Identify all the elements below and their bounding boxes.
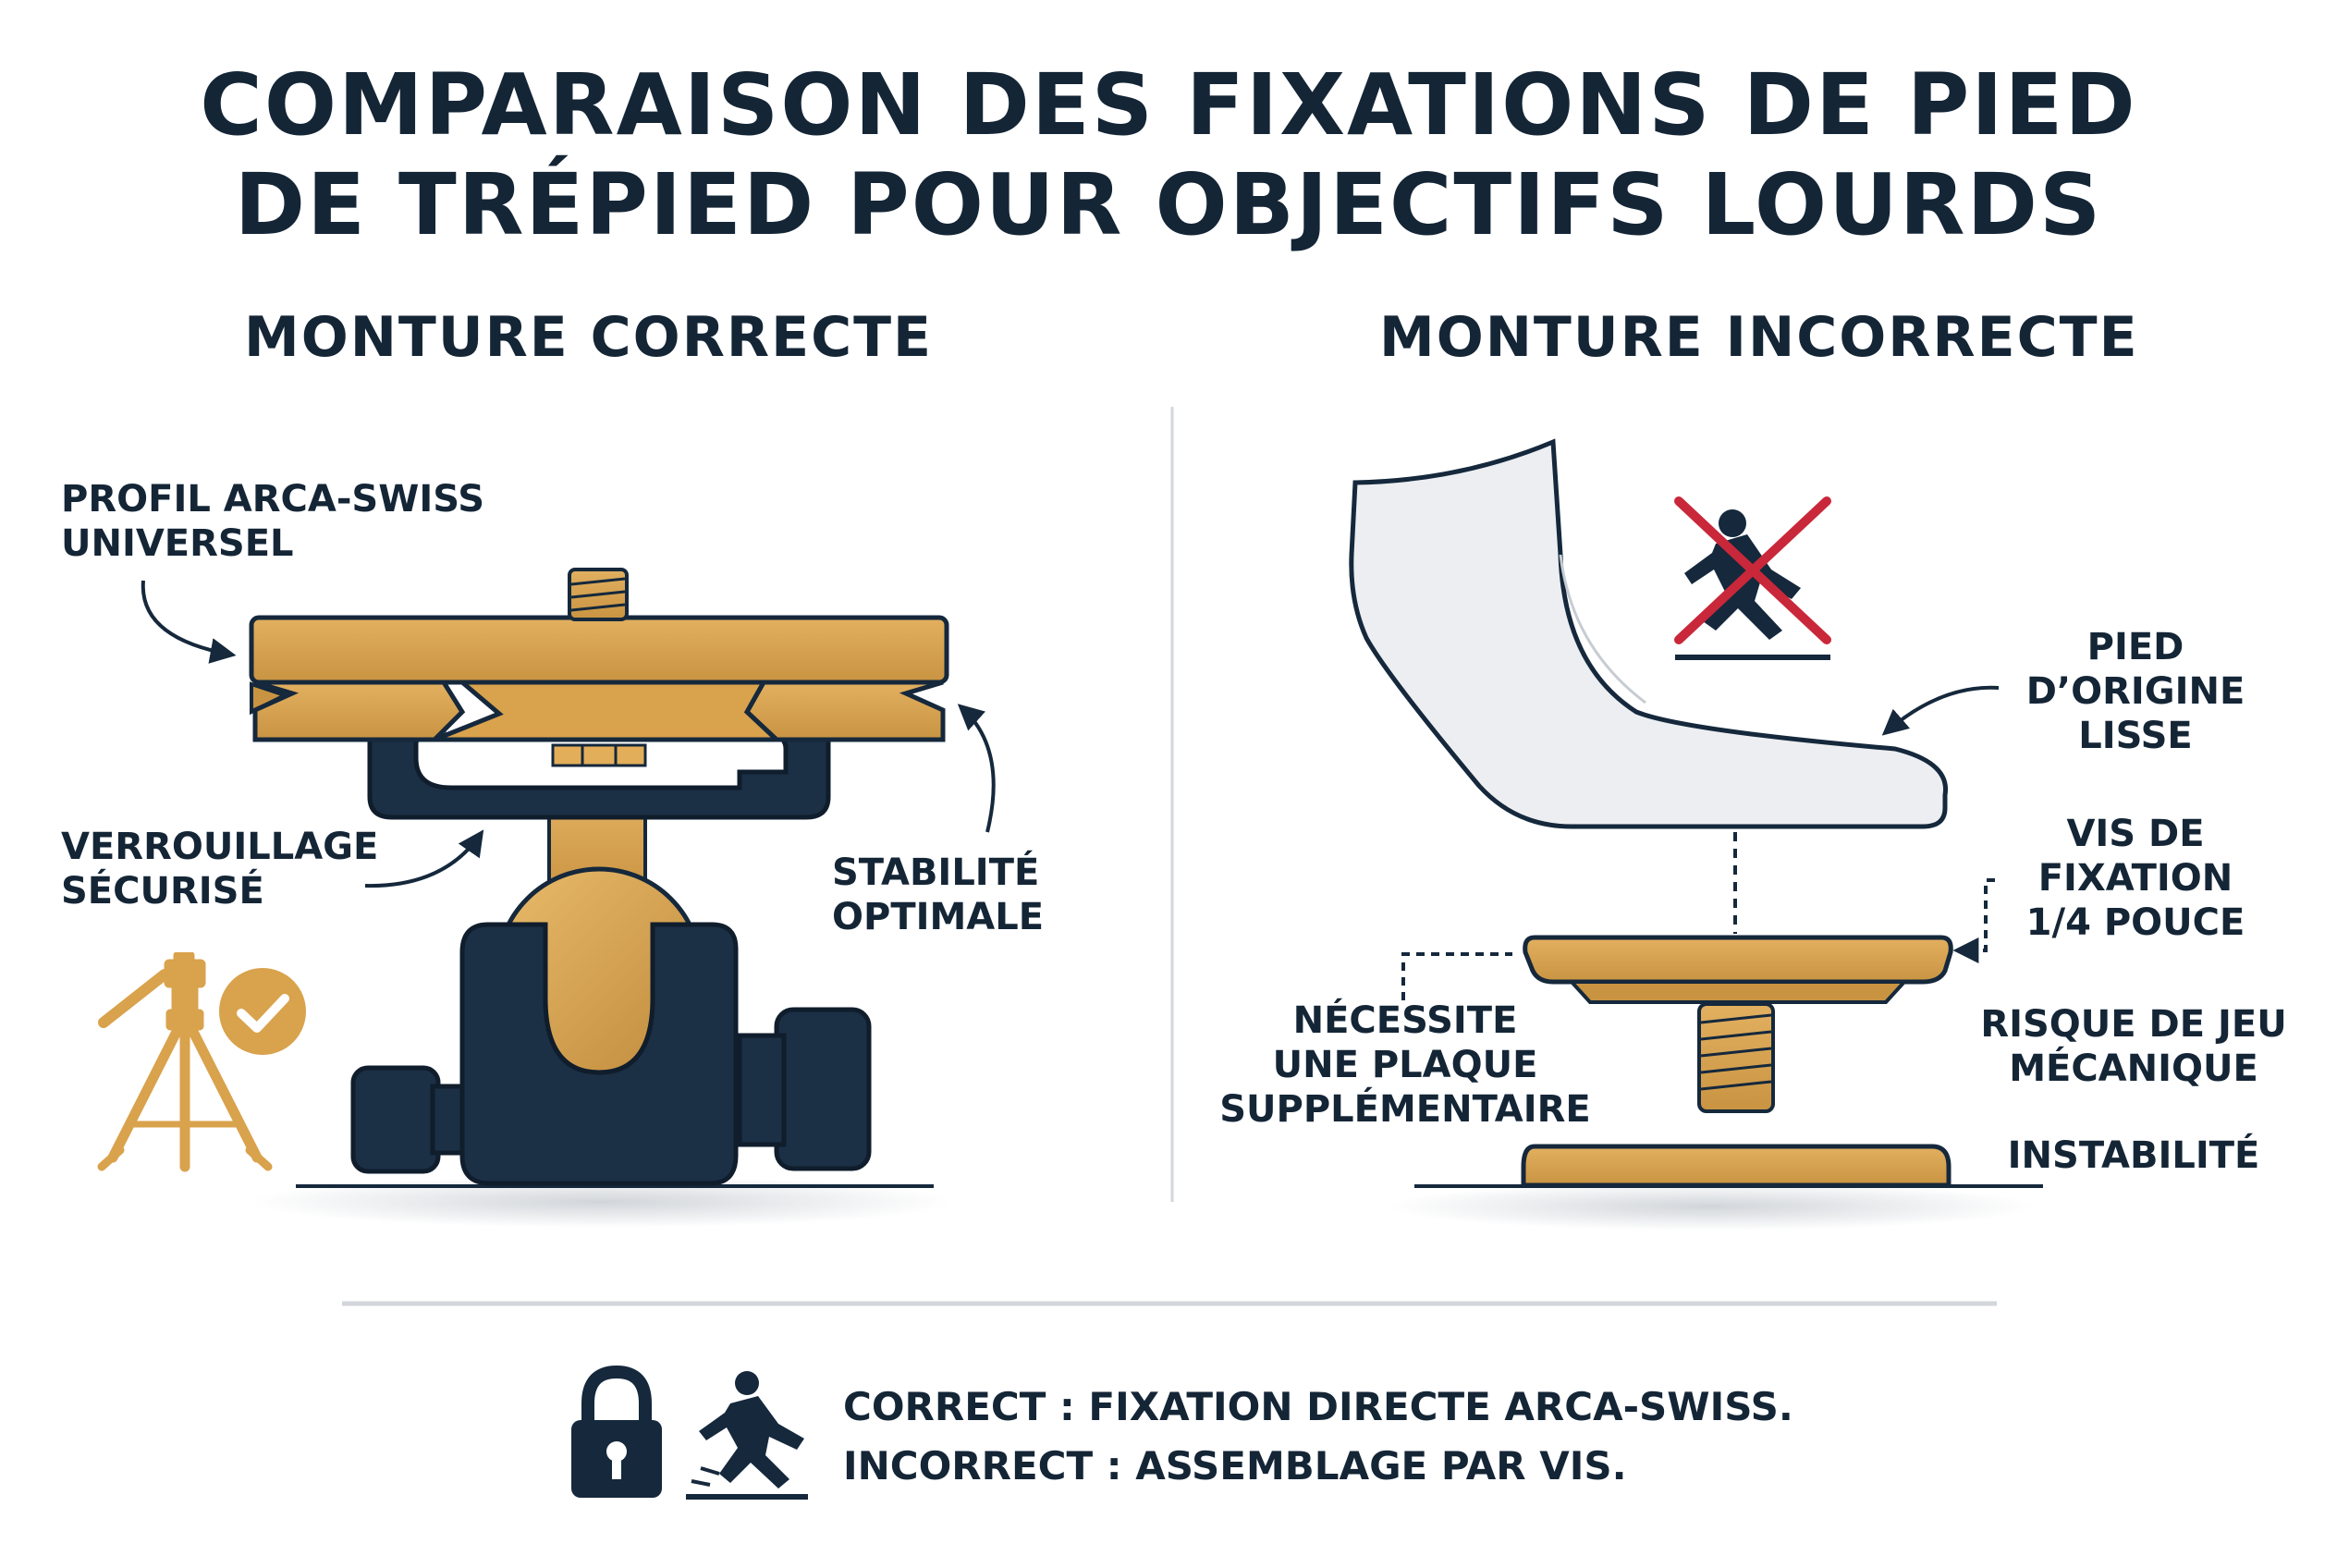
- right-knob: [774, 1007, 872, 1171]
- no-slip-warning-icon: [1674, 496, 1831, 660]
- original-smooth-foot: [1349, 438, 1949, 829]
- legend-incorrect: INCORRECT : ASSEMBLAGE PAR VIS.: [843, 1443, 1627, 1488]
- adapter-plate: [1523, 935, 1953, 985]
- incorrect-mount-illustration: [1349, 438, 2043, 1231]
- heading-correct: MONTURE CORRECTE: [244, 305, 934, 370]
- main-title: COMPARAISON DES FIXATIONS DE PIED DE TRÉ…: [0, 55, 2337, 255]
- title-line-1: COMPARAISON DES FIXATIONS DE PIED: [200, 55, 2137, 154]
- arca-plate: [249, 615, 949, 685]
- heading-incorrect: MONTURE INCORRECTE: [1379, 305, 2139, 370]
- label-smooth-foot: PIED D’ORIGINE LISSE: [2025, 626, 2245, 757]
- label-arca-profile: PROFIL ARCA-SWISS UNIVERSEL: [61, 478, 485, 565]
- label-play-risk: RISQUE DE JEU MÉCANIQUE: [1980, 1003, 2287, 1090]
- tripod-icon: [97, 952, 273, 1172]
- legend-correct: CORRECT : FIXATION DIRECTE ARCA-SWISS.: [843, 1384, 1793, 1429]
- title-line-2: DE TRÉPIED POUR OBJECTIFS LOURDS: [234, 155, 2103, 254]
- label-stability: STABILITÉ OPTIMALE: [832, 851, 1045, 938]
- left-knob: [350, 1065, 441, 1174]
- label-screw: VIS DE FIXATION 1/4 POUCE: [2025, 813, 2245, 944]
- label-secure-lock: VERROUILLAGE SÉCURISÉ: [61, 826, 379, 913]
- base-plate: [1521, 1144, 1952, 1188]
- lock-icon: [571, 1365, 662, 1498]
- arrow-secure-lock: [364, 829, 484, 888]
- arrow-arca-profile: [141, 580, 237, 664]
- connector-extra-plate: [1401, 952, 1512, 1000]
- connector-screw: [1952, 878, 1995, 963]
- correct-mount-illustration: [141, 568, 996, 1228]
- arrow-smooth-foot: [1881, 685, 2000, 736]
- arrow-stability: [957, 704, 996, 833]
- check-icon: [219, 968, 306, 1055]
- label-extra-plate: NÉCESSITE UNE PLAQUE SUPPLÉMENTAIRE: [1219, 999, 1591, 1131]
- label-instability: INSTABILITÉ: [2007, 1134, 2260, 1177]
- falling-person-icon: [686, 1371, 808, 1500]
- ball-head-body: [459, 922, 739, 1186]
